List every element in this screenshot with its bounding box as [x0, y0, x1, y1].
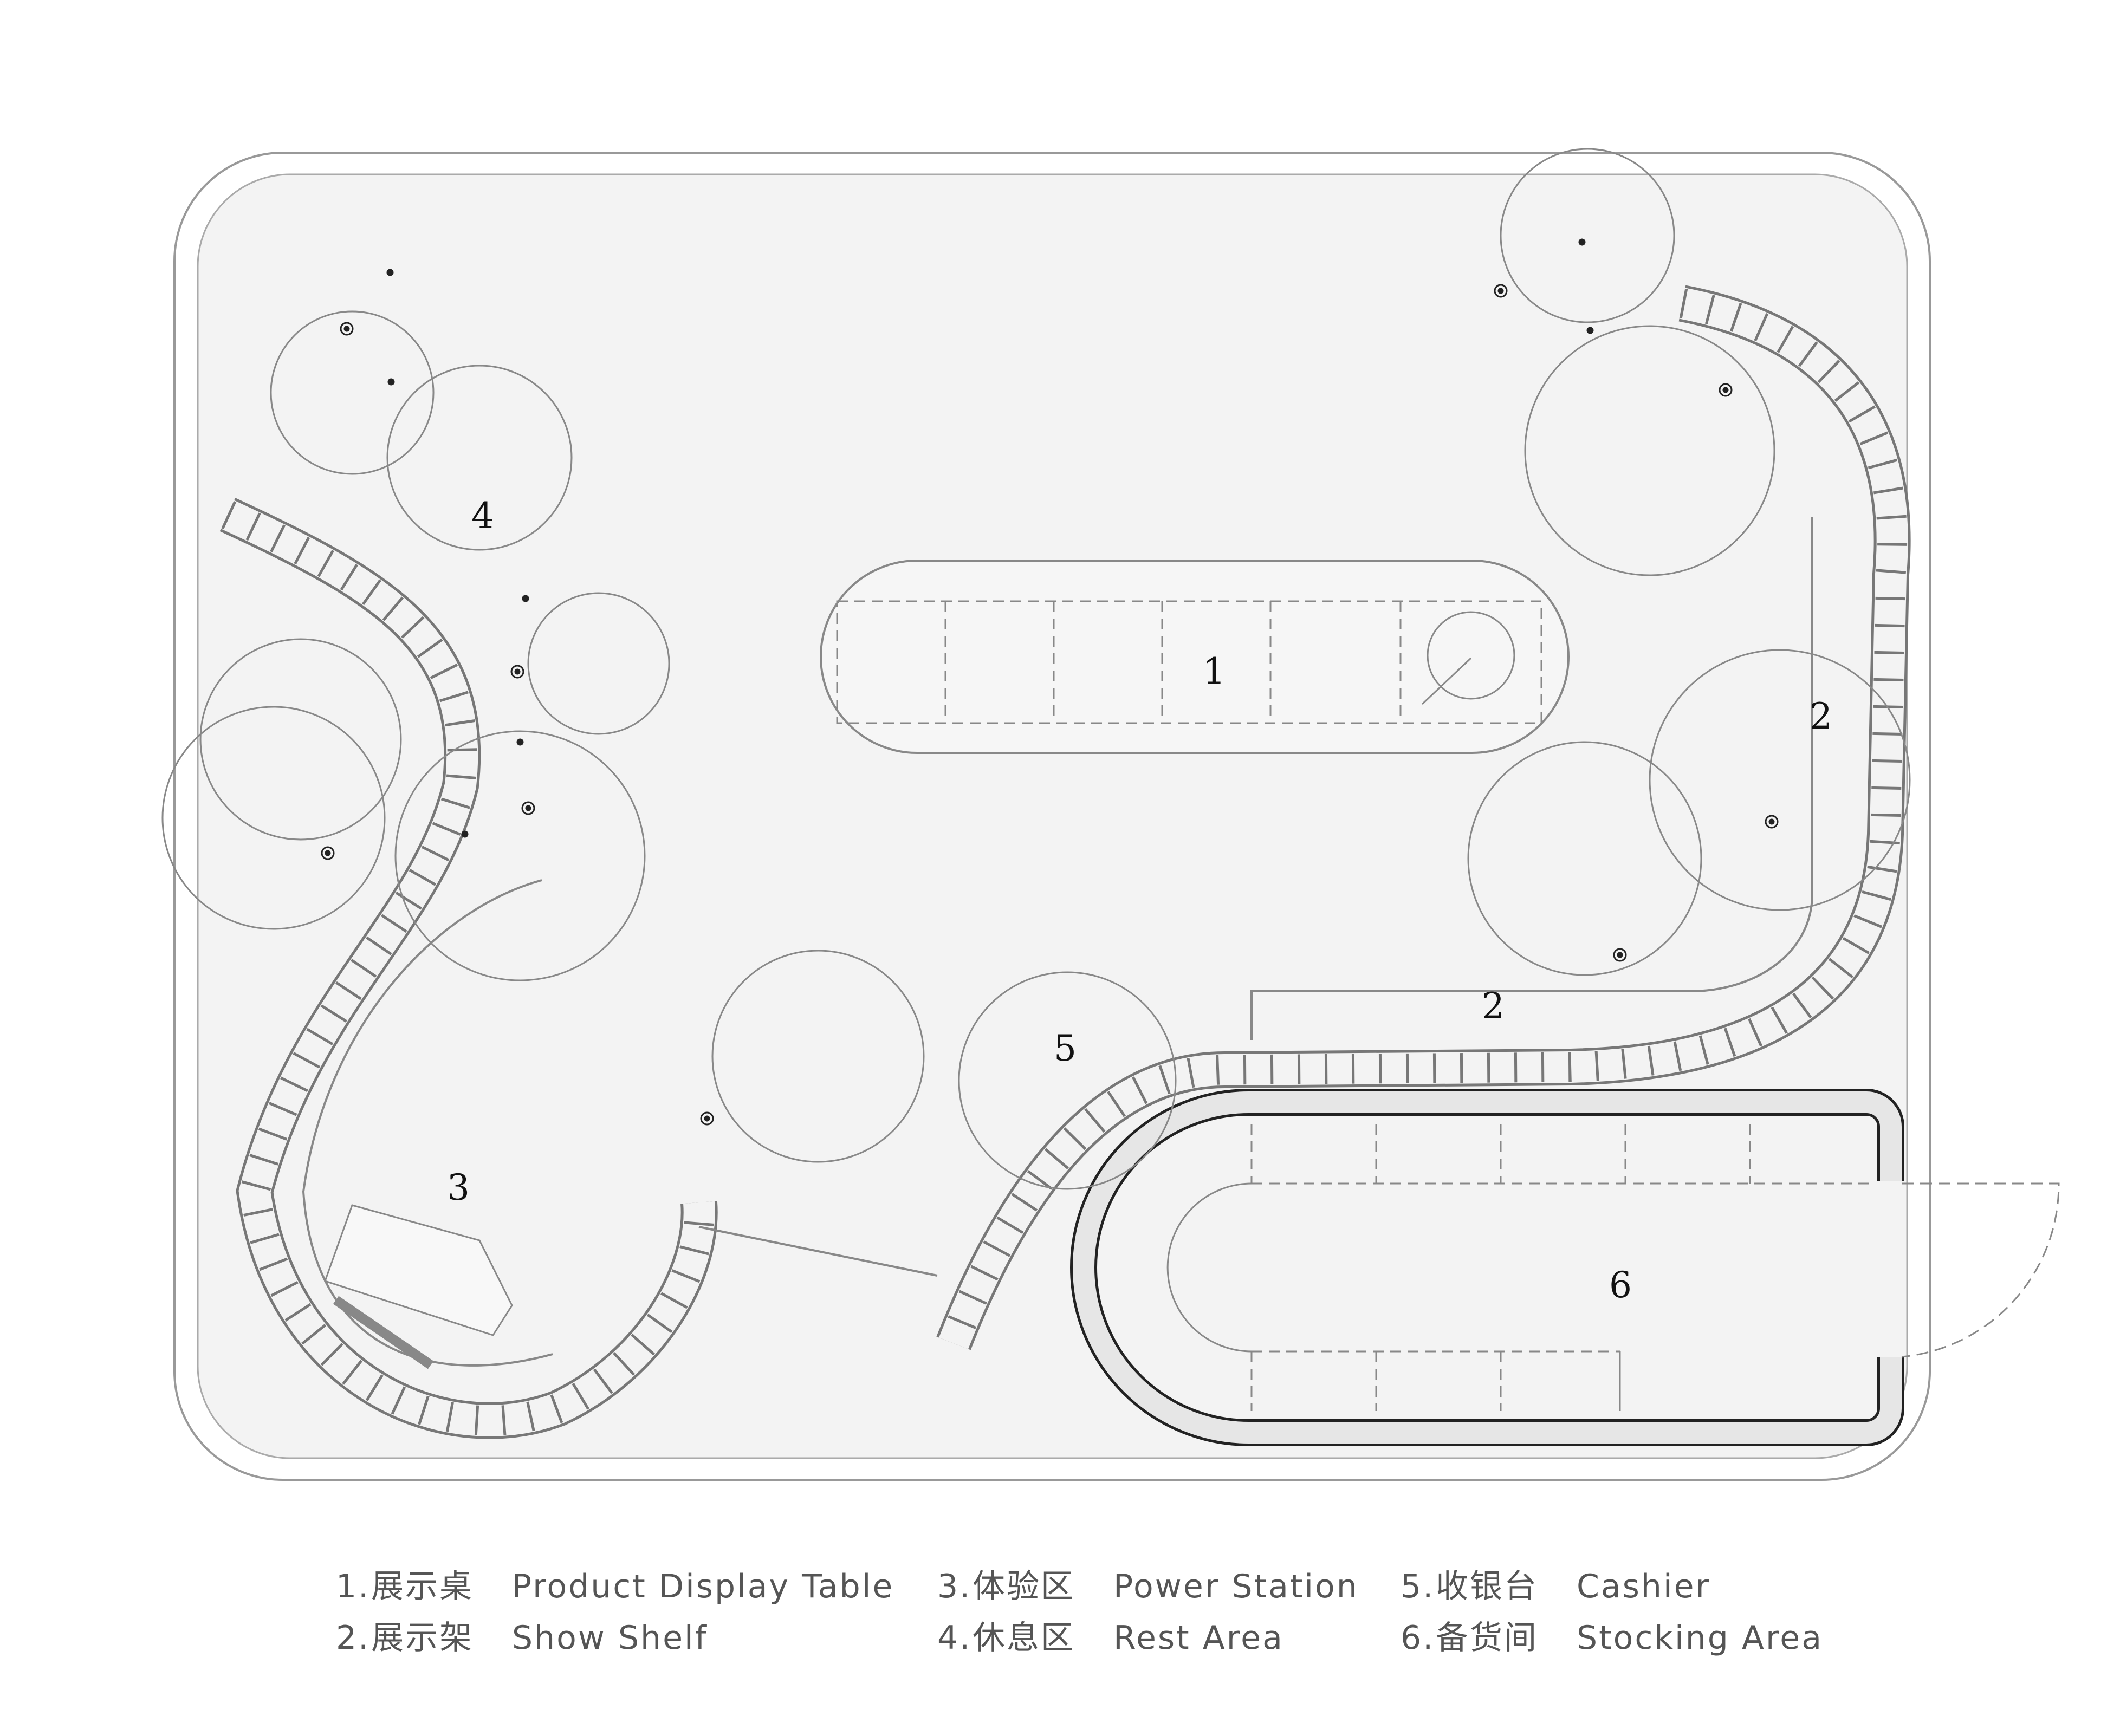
rest-area-canopies — [161, 148, 1911, 1190]
show-shelf-right — [936, 285, 1911, 1350]
stocking-area — [1070, 1089, 2060, 1446]
power-station-bench — [333, 1296, 434, 1369]
floor-area — [197, 173, 1908, 1459]
show-shelf-left — [219, 498, 718, 1439]
zone-label-5: 5 — [1054, 1028, 1077, 1069]
product-display-table — [820, 560, 1570, 754]
zone-label-6: 6 — [1609, 1264, 1632, 1306]
power-station-platform — [324, 1204, 513, 1336]
zone-label-2-right: 2 — [1810, 695, 1832, 737]
floor-plan: 1 2 2 3 4 5 6 — [161, 148, 2060, 1481]
zone-label-2-bottom: 2 — [1482, 985, 1505, 1027]
low-walls — [302, 517, 1813, 1367]
zone-label-1: 1 — [1203, 651, 1226, 692]
column-markers — [321, 238, 1779, 1126]
zone-label-3: 3 — [447, 1167, 470, 1208]
zone-label-4: 4 — [471, 495, 494, 537]
site-outline — [173, 152, 1931, 1481]
